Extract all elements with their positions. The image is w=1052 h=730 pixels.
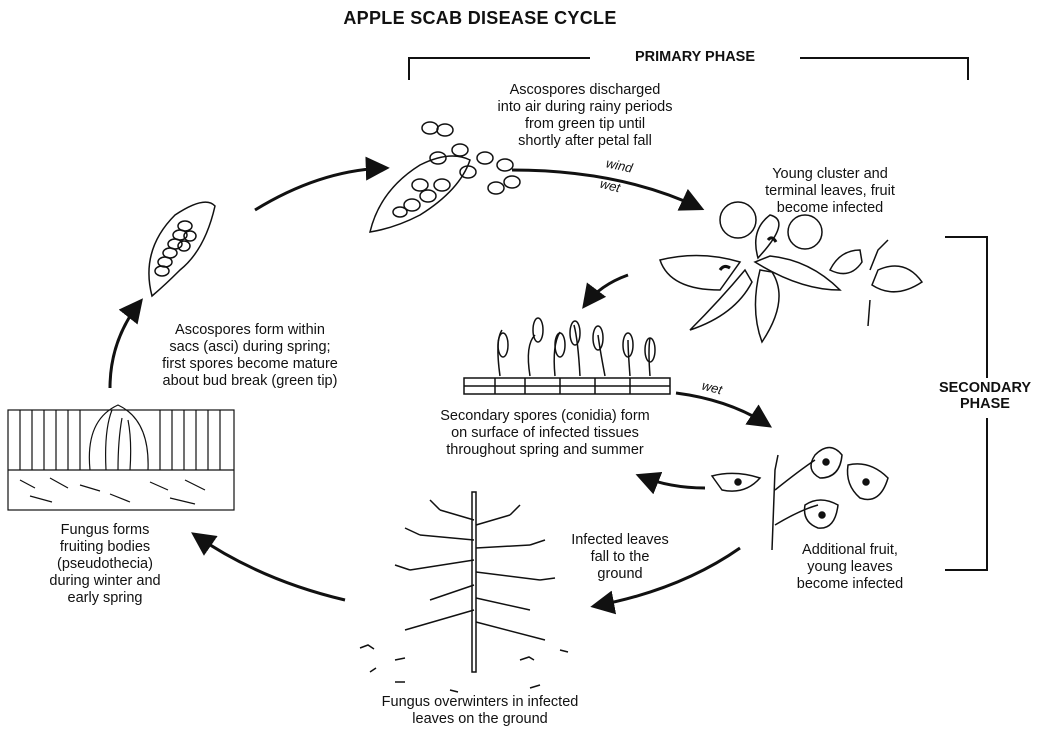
label-fruiting-bodies: Fungus forms fruiting bodies (pseudothec… [10,522,200,607]
arrow-leaves-to-conidia [585,275,628,305]
bare-tree-illustration [360,492,568,692]
pseudothecium-illustration [8,405,234,510]
infected-fruit-branch-illustration [712,448,888,551]
conidia-surface-illustration [464,318,670,394]
arrow-fruit-to-conidia [640,476,705,488]
label-infected-leaves-fall: Infected leaves fall to the ground [545,532,695,583]
label-young-cluster: Young cluster and terminal leaves, fruit… [740,166,920,217]
secondary-phase-label: SECONDARY PHASE [912,380,1052,412]
label-fungus-overwinters: Fungus overwinters in infected leaves on… [330,694,630,728]
label-ascospores-form: Ascospores form within sacs (asci) durin… [130,322,370,390]
arrow-asci-to-discharge [255,168,385,210]
arrow-ground-to-pseudothecia [195,535,345,600]
infected-leaf-cluster-illustration [660,202,922,342]
label-ascospores-discharged: Ascospores discharged into air during ra… [460,82,710,150]
label-additional-fruit: Additional fruit, young leaves become in… [770,542,930,593]
ascus-sac-illustration [149,202,215,296]
primary-phase-label: PRIMARY PHASE [600,49,790,65]
label-secondary-spores: Secondary spores (conidia) form on surfa… [400,408,690,459]
